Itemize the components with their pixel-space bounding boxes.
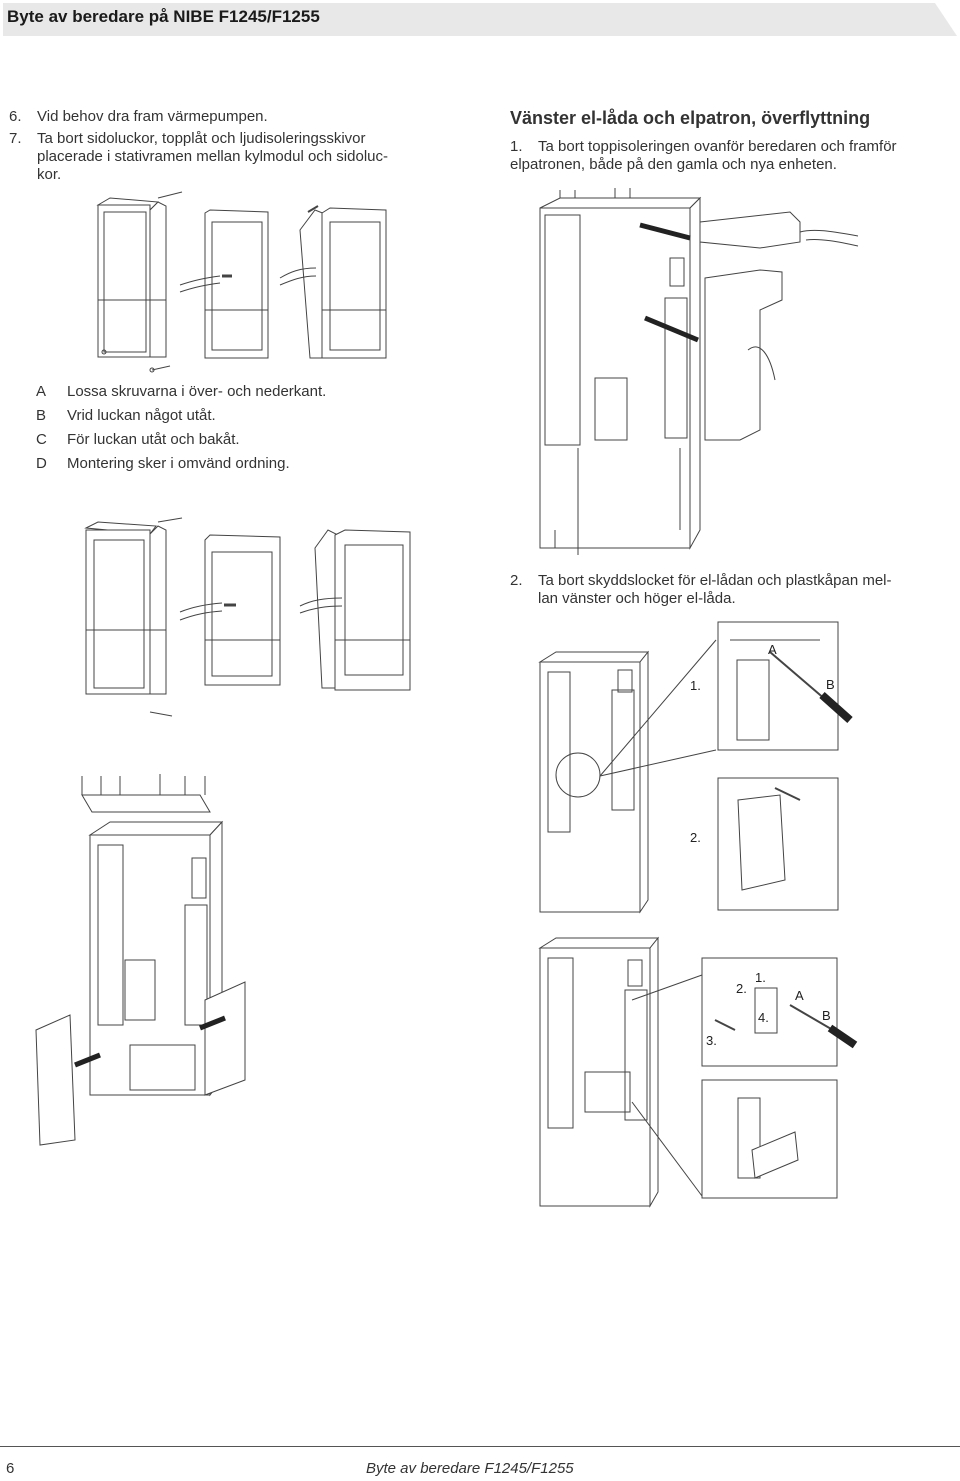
detail-1-label-number: 1. xyxy=(690,678,701,693)
step-text-line-1: Ta bort sidoluckor, topplåt och ljudisol… xyxy=(37,130,366,147)
detail-2-illustration xyxy=(717,777,839,911)
detail-4-illustration xyxy=(701,1079,838,1199)
instruction-letter: C xyxy=(36,431,47,448)
step-number: 7. xyxy=(9,130,22,147)
step-text-line-2: elpatronen, både på den gamla och nya en… xyxy=(510,156,837,173)
detail-3-label-b: B xyxy=(822,1008,831,1023)
detail-1-illustration xyxy=(717,621,853,751)
instruction-text: Lossa skruvarna i över- och nederkant. xyxy=(67,383,327,400)
step-text-line-2: placerade i stativramen mellan kylmodul … xyxy=(37,148,388,165)
instruction-letter: B xyxy=(36,407,47,424)
step-text-line-1: Ta bort skyddslocket för el-lådan och pl… xyxy=(538,572,892,589)
footer-title: Byte av beredare F1245/F1255 xyxy=(366,1460,574,1477)
detail-3-label-4: 4. xyxy=(758,1010,769,1025)
page-header-title: Byte av beredare på NIBE F1245/F1255 xyxy=(7,7,320,26)
detail-3-label-3: 3. xyxy=(706,1033,717,1048)
step-number: 1. xyxy=(510,138,523,155)
footer-page-number: 6 xyxy=(6,1460,15,1477)
step-number: 2. xyxy=(510,572,523,589)
step-text: Vid behov dra fram värmepumpen. xyxy=(37,108,268,125)
instruction-text: Vrid luckan något utåt. xyxy=(67,407,216,424)
step-text-line-2: lan vänster och höger el-låda. xyxy=(538,590,736,607)
instruction-text: Montering sker i omvänd ordning. xyxy=(67,455,290,472)
instruction-letter: D xyxy=(36,455,47,472)
detail-1-label-b: B xyxy=(826,677,835,692)
detail-3-label-1: 1. xyxy=(755,970,766,985)
detail-3-label-a: A xyxy=(795,988,804,1003)
detail-3-illustration xyxy=(701,957,858,1067)
instruction-text: För luckan utåt och bakåt. xyxy=(67,431,240,448)
illustrations: A B 1. 2. 1. 2. A 4. B 3. xyxy=(35,188,859,1208)
instruction-letter: A xyxy=(36,383,47,400)
page-header xyxy=(3,3,957,36)
footer-divider xyxy=(0,1446,960,1447)
detail-3-label-2: 2. xyxy=(736,981,747,996)
top-insulation-illustration xyxy=(539,188,859,555)
exploded-unit-illustration xyxy=(35,774,246,1146)
step-number: 6. xyxy=(9,108,22,125)
lower-unit-illustration xyxy=(538,936,703,1208)
section-title: Vänster el-låda och elpatron, överflyttn… xyxy=(510,108,871,128)
side-panel-illustration-upper xyxy=(96,191,387,373)
detail-1-label-a: A xyxy=(768,642,777,657)
electrical-box-unit-illustration xyxy=(538,639,717,914)
detail-2-label-number: 2. xyxy=(690,830,701,845)
step-text-line-1: Ta bort toppisoleringen ovanför beredare… xyxy=(538,138,897,155)
side-panel-illustration-lower xyxy=(84,517,411,717)
step-text-line-3: kor. xyxy=(37,166,62,183)
